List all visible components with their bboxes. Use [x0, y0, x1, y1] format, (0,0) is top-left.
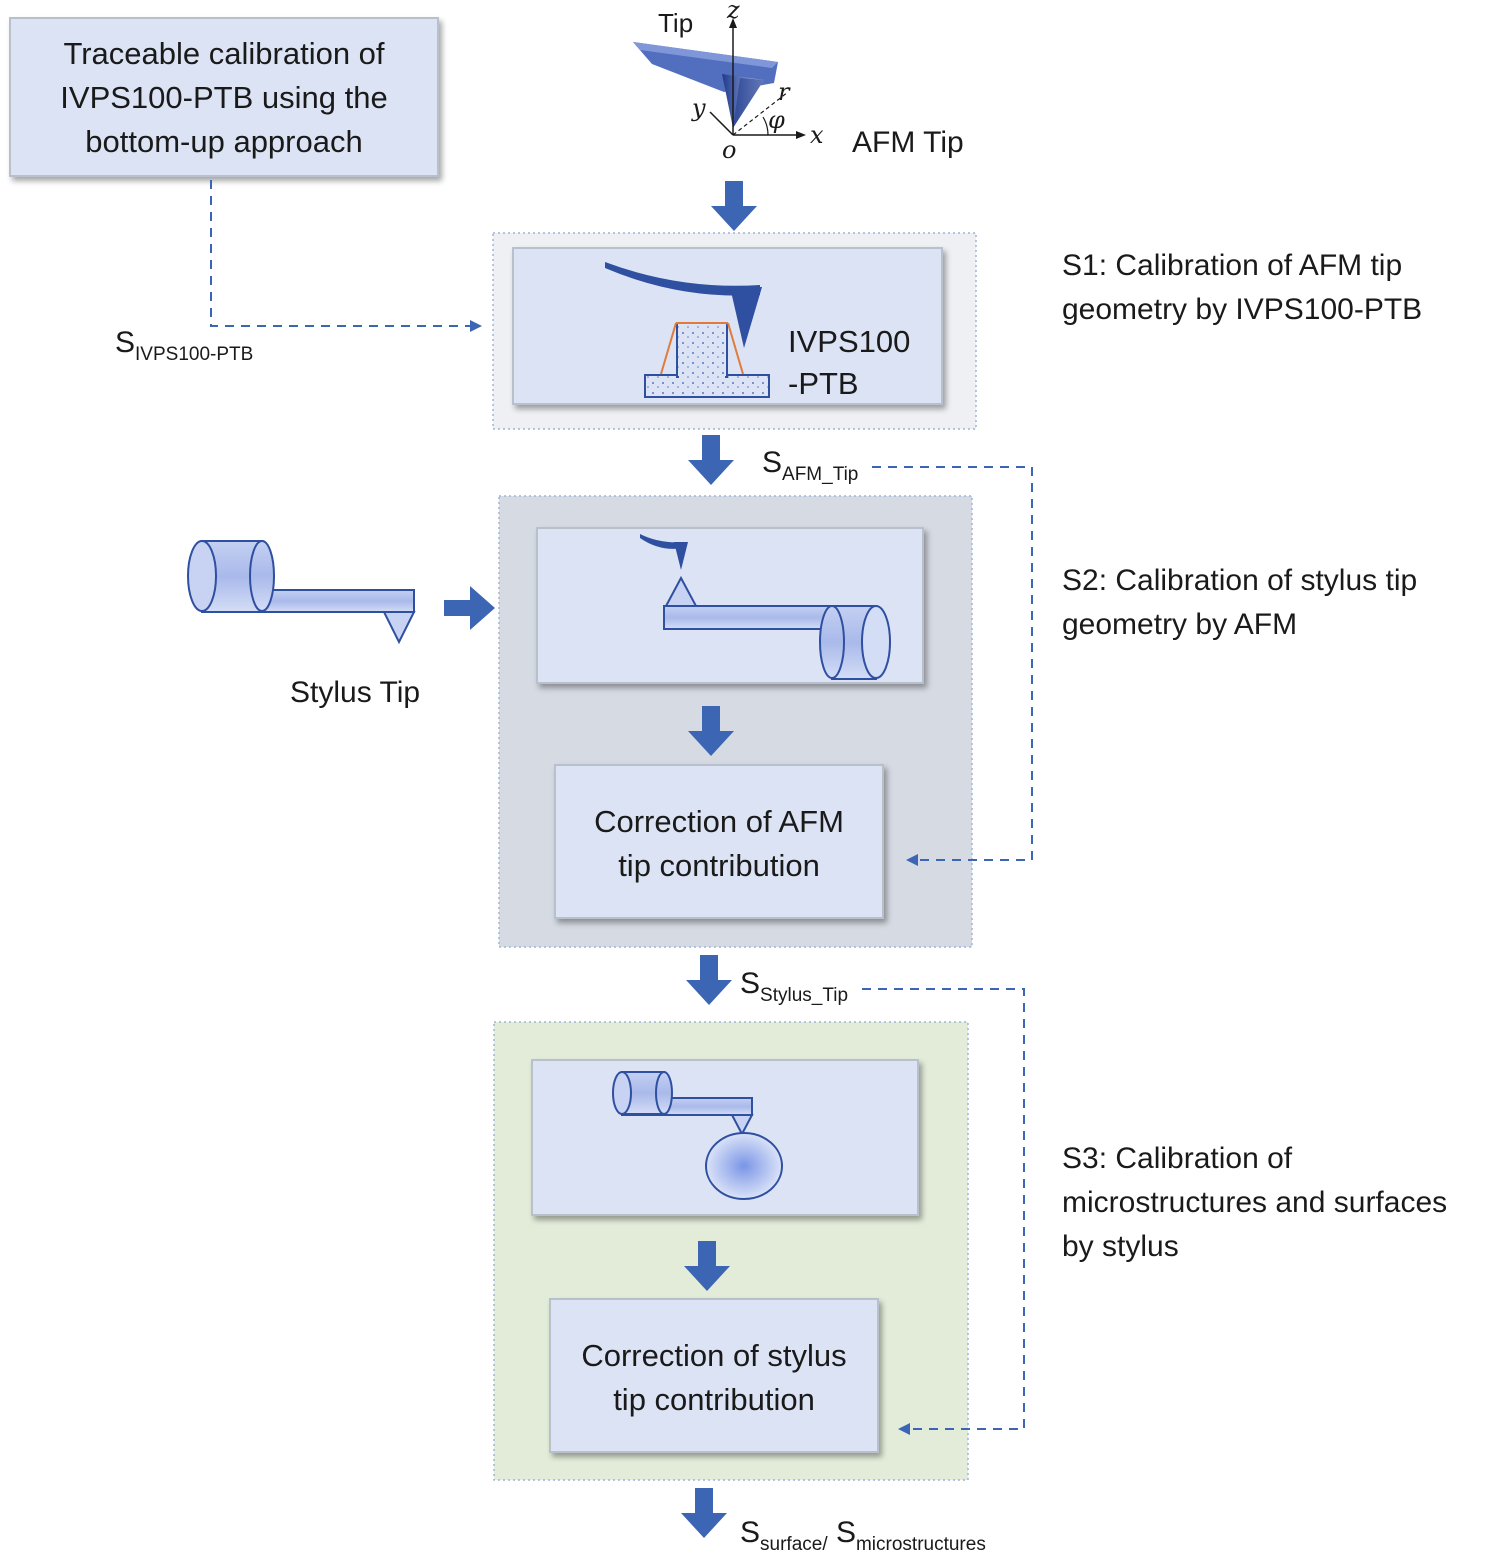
arrow-s2-to-s3	[686, 955, 732, 1005]
afm-correction-line-1: Correction of AFM	[594, 804, 844, 839]
axis-x-label: x	[810, 121, 824, 149]
afm-cantilever-icon	[605, 262, 760, 296]
s1-description-line-1: S1: Calibration of AFM tip	[1062, 249, 1402, 282]
s3-description-line-3: by stylus	[1062, 1230, 1179, 1263]
stage3-stylus-on-surface-box	[531, 1059, 919, 1216]
small-stylus-cylinder-icon	[612, 1071, 632, 1115]
signal-ivps-sub: IVPS100-PTB	[135, 344, 253, 365]
dashed-link-afm-tip	[872, 466, 1033, 866]
signal-afm-tip-sub: AFM_Tip	[782, 464, 858, 485]
axis-r-label: r	[778, 78, 791, 106]
source-box-line-3: bottom-up approach	[85, 124, 362, 159]
s3-description-line-1: S3: Calibration of	[1062, 1142, 1293, 1175]
arrow-s3-internal	[684, 1241, 730, 1291]
source-box-line-2: IVPS100-PTB using the	[60, 80, 387, 115]
s1-description-line-2: geometry by IVPS100-PTB	[1062, 293, 1422, 326]
traceable-calibration-box: Traceable calibration of IVPS100-PTB usi…	[9, 17, 439, 177]
small-afm-cantilever-icon	[640, 534, 684, 549]
s3-description-line-2: microstructures and surfaces	[1062, 1186, 1447, 1219]
arrow-s2-internal	[688, 706, 734, 756]
arrow-s1-to-s2	[688, 435, 734, 485]
signal-output-sub-2: microstructures	[856, 1534, 986, 1555]
afm-tip-caption: AFM Tip	[852, 126, 964, 159]
signal-ivps-base: S	[115, 326, 135, 359]
signal-ivps: SIVPS100-PTB	[115, 326, 253, 365]
microstructure-sphere-icon	[705, 1132, 783, 1200]
afm-tip-illustration: Tip z y x r φ o	[633, 0, 824, 164]
s2-description-line-2: geometry by AFM	[1062, 608, 1297, 641]
stage1-afm-calibration-box: IVPS100 -PTB	[512, 247, 943, 405]
stylus-downward-tip-icon	[382, 611, 416, 645]
signal-output-base-1: S	[740, 1516, 760, 1549]
arrow-stylus-input	[444, 586, 495, 630]
signal-output: Ssurface/ Smicrostructures	[740, 1516, 986, 1555]
afm-correction-line-2: tip contribution	[618, 848, 820, 883]
arrow-afm-to-s1	[711, 181, 757, 231]
signal-afm-tip: SAFM_Tip	[762, 446, 858, 485]
signal-stylus-tip: SStylus_Tip	[740, 967, 848, 1006]
arrow-s3-output	[681, 1488, 727, 1538]
signal-afm-tip-base: S	[762, 446, 782, 479]
axis-phi-label: φ	[768, 106, 785, 134]
stylus-correction-line-1: Correction of stylus	[581, 1338, 846, 1373]
dashed-link-stylus-tip	[862, 988, 1025, 1435]
ivps-label-line-1: IVPS100	[788, 324, 910, 359]
axis-z-label: z	[726, 0, 740, 24]
source-box-line-1: Traceable calibration of	[63, 36, 384, 71]
dashed-link-ivps	[210, 180, 482, 332]
stylus-tip-illustration	[187, 540, 416, 645]
afm-correction-box: Correction of AFM tip contribution	[554, 764, 884, 919]
small-afm-tip-icon	[674, 542, 688, 570]
signal-stylus-tip-base: S	[740, 967, 760, 1000]
signal-output-base-2: S	[828, 1516, 856, 1549]
afm-tip-icon	[730, 287, 762, 348]
s2-description-line-1: S2: Calibration of stylus tip	[1062, 564, 1417, 597]
ivps-sample-icon	[644, 374, 770, 398]
axis-origin-label: o	[722, 136, 736, 164]
stylus-correction-line-2: tip contribution	[613, 1382, 815, 1417]
tip-label: Tip	[658, 8, 693, 38]
stylus-tip-caption: Stylus Tip	[290, 676, 420, 709]
signal-output-sub-1: surface/	[760, 1534, 828, 1555]
axis-y-label: y	[691, 94, 706, 122]
signal-stylus-tip-sub: Stylus_Tip	[760, 985, 848, 1006]
stylus-correction-box: Correction of stylus tip contribution	[549, 1298, 879, 1453]
ivps-label-line-2: -PTB	[788, 366, 859, 401]
stage2-stylus-measurement-box	[536, 527, 924, 684]
